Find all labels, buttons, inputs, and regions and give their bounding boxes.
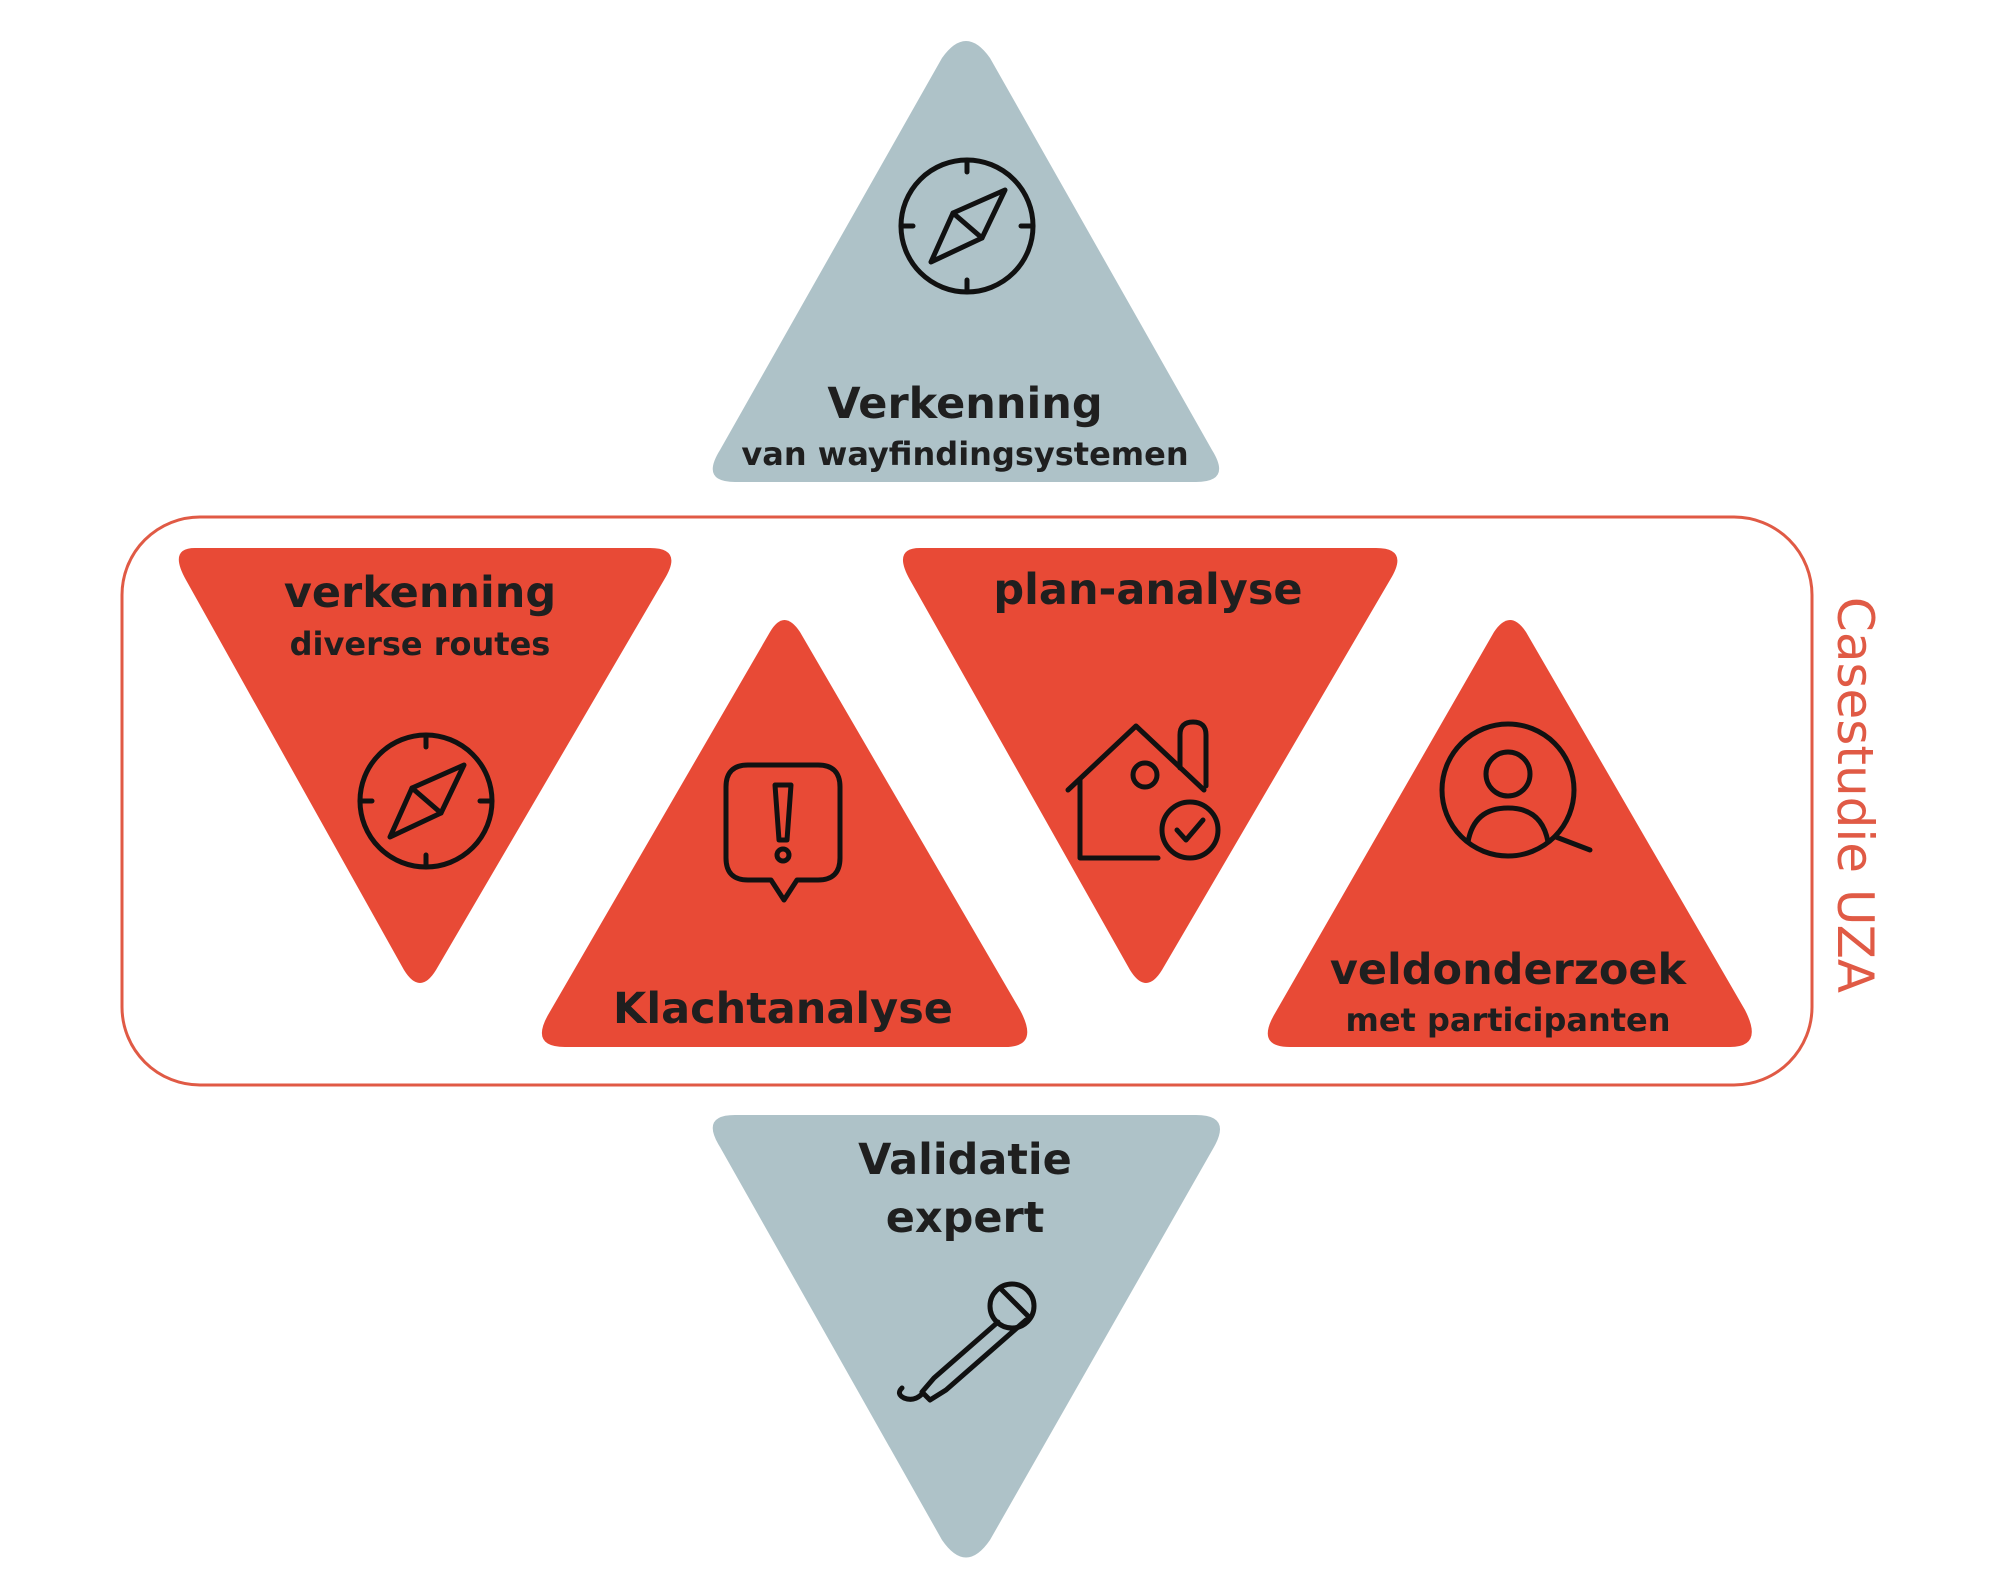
casestudy-triangle-veldonderzoek (1267, 620, 1752, 1047)
verkenning-subtitle: diverse routes (290, 625, 551, 663)
alert-bubble-icon (723, 762, 843, 903)
house-check-icon (1065, 719, 1221, 861)
veldonderzoek-title: veldonderzoek (1330, 945, 1688, 995)
top-title: Verkenning (827, 379, 1102, 429)
bottom-title-line2: expert (886, 1193, 1045, 1243)
compass-icon (357, 732, 495, 870)
verkenning-title: verkenning (284, 568, 556, 618)
casestudy-triangle-klachtanalyse (541, 620, 1028, 1047)
casestudy-triangle-verkenning (178, 548, 672, 983)
top-triangle (712, 41, 1220, 482)
bottom-triangle (712, 1115, 1220, 1558)
veldonderzoek-subtitle: met participanten (1345, 1001, 1670, 1039)
klachtanalyse-title: Klachtanalyse (613, 984, 953, 1034)
user-search-icon (1439, 721, 1593, 859)
bottom-title-line1: Validatie (858, 1135, 1072, 1185)
top-subtitle: van wayfindingsystemen (741, 435, 1188, 473)
microphone-icon (896, 1281, 1037, 1403)
casestudy-label: Casestudie UZA (1826, 597, 1884, 993)
compass-icon (898, 157, 1036, 295)
casestudy-frame (120, 515, 1814, 1087)
plan-analyse-title: plan-analyse (993, 565, 1302, 615)
